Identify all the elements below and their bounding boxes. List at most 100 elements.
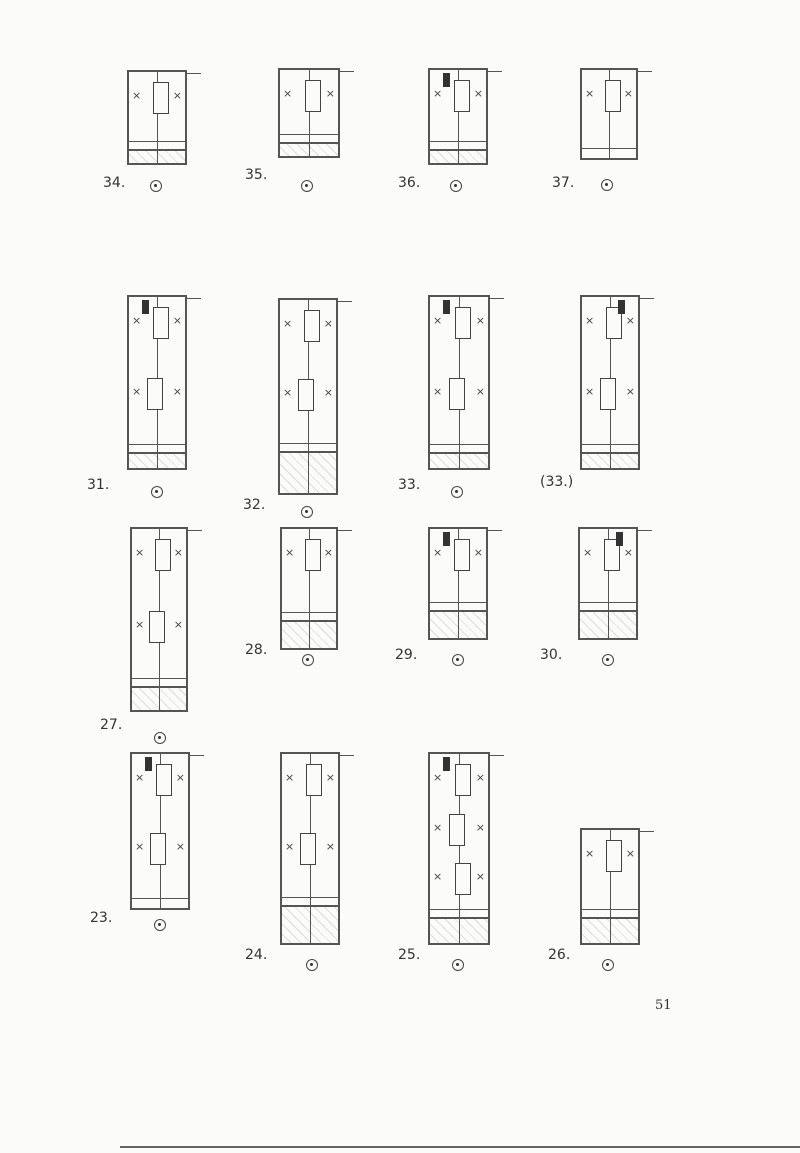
stage-diagram-11: ××: [428, 527, 488, 640]
set-piece: [454, 539, 470, 571]
set-piece: [454, 80, 470, 112]
page-number: 51: [655, 998, 672, 1013]
center-line: [309, 70, 310, 156]
cross-mark: ×: [473, 87, 483, 100]
set-piece: [455, 307, 471, 339]
curtain-line: [582, 148, 636, 149]
cross-mark: ×: [325, 839, 335, 853]
stage-diagram-10: ××: [280, 527, 338, 650]
cross-mark: ×: [433, 87, 443, 100]
stage-diagram-9: ××××: [130, 527, 188, 712]
set-piece: [605, 80, 621, 112]
cross-mark: ×: [475, 384, 485, 398]
curtain-line: [430, 909, 488, 910]
cross-mark: ×: [175, 771, 185, 784]
forestage-block: [430, 149, 486, 163]
curtain-line: [430, 602, 486, 603]
audience-position-icon: [602, 959, 614, 971]
cross-mark: ×: [283, 317, 293, 330]
figure-label: 26.: [548, 947, 571, 963]
cross-mark: ×: [623, 546, 633, 559]
audience-position-icon: [306, 959, 318, 971]
forestage-block: [129, 149, 185, 163]
set-piece: [305, 539, 321, 571]
set-piece: [600, 377, 616, 410]
level-mark: [187, 298, 201, 299]
figure-label: 35.: [245, 167, 268, 183]
set-piece: [156, 764, 172, 796]
cross-mark: ×: [585, 847, 595, 860]
dark-flat: [145, 757, 152, 771]
set-piece: [449, 813, 465, 846]
cross-mark: ×: [323, 546, 333, 559]
center-line: [160, 754, 161, 908]
set-piece: [153, 307, 169, 339]
center-line: [157, 72, 158, 163]
set-piece: [604, 539, 620, 571]
figure-label: 31.: [87, 477, 110, 493]
figure-label: 23.: [90, 910, 113, 926]
forestage-block: [430, 917, 488, 943]
cross-mark: ×: [132, 384, 142, 398]
audience-position-icon: [450, 180, 462, 192]
stage-diagram-13: ××××: [130, 752, 190, 910]
center-line: [608, 529, 609, 638]
audience-position-icon: [602, 654, 614, 666]
figure-label: 37.: [552, 175, 575, 191]
dark-flat: [443, 73, 450, 87]
stage-diagram-3: ××: [428, 68, 488, 165]
set-piece: [298, 378, 314, 411]
set-piece: [306, 764, 322, 796]
center-line: [458, 529, 459, 638]
set-piece: [300, 832, 316, 865]
forestage-block: [280, 142, 338, 156]
level-mark: [187, 73, 201, 74]
cross-mark: ×: [433, 546, 443, 559]
figure-label: (33.): [540, 474, 574, 490]
bottom-rule: [120, 1146, 800, 1148]
cross-mark: ×: [172, 314, 182, 327]
level-mark: [490, 755, 504, 756]
cross-mark: ×: [325, 771, 335, 784]
dark-flat: [616, 532, 623, 546]
set-piece: [304, 310, 320, 342]
cross-mark: ×: [475, 314, 485, 327]
stage-diagram-6: ××××: [278, 298, 338, 495]
figure-label: 25.: [398, 947, 421, 963]
level-mark: [638, 71, 652, 72]
curtain-line: [282, 612, 336, 613]
set-piece: [147, 377, 163, 410]
set-piece: [153, 82, 169, 114]
curtain-line: [132, 678, 186, 679]
set-piece: [606, 840, 622, 872]
center-line: [610, 830, 611, 943]
stage-diagram-12: ××: [578, 527, 638, 640]
level-mark: [488, 530, 502, 531]
center-line: [459, 754, 460, 943]
level-mark: [640, 298, 654, 299]
audience-position-icon: [154, 732, 166, 744]
stage-diagram-4: ××: [580, 68, 638, 160]
stage-diagram-15: ××××××: [428, 752, 490, 945]
forestage-block: [582, 452, 638, 468]
forestage-block: [282, 905, 338, 943]
set-piece: [455, 764, 471, 796]
cross-mark: ×: [625, 314, 635, 327]
stage-diagram-16: ××: [580, 828, 640, 945]
level-mark: [490, 298, 504, 299]
forestage-block: [280, 451, 336, 493]
figure-label: 34.: [103, 175, 126, 191]
cross-mark: ×: [433, 384, 443, 398]
dark-flat: [443, 300, 450, 314]
cross-mark: ×: [285, 771, 295, 784]
figure-label: 24.: [245, 947, 268, 963]
curtain-line: [582, 444, 638, 445]
curtain-line: [580, 602, 636, 603]
audience-position-icon: [151, 486, 163, 498]
level-mark: [488, 71, 502, 72]
figure-label: 32.: [243, 497, 266, 513]
curtain-line: [582, 909, 638, 910]
cross-mark: ×: [325, 87, 335, 100]
level-mark: [338, 530, 352, 531]
forestage-block: [129, 452, 185, 468]
